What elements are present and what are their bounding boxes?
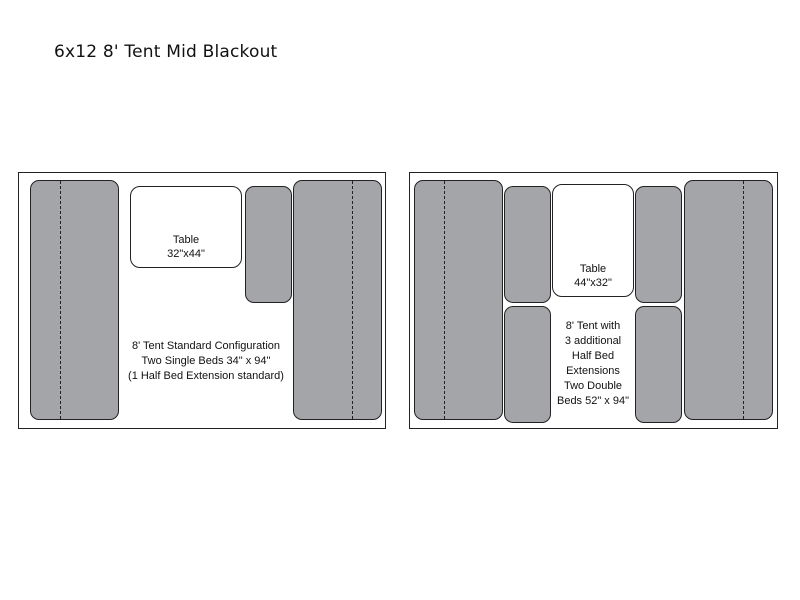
bed-fold-line	[60, 181, 61, 419]
double-bed-left	[414, 180, 503, 420]
table-label: Table	[172, 234, 200, 246]
table-size: 32"x44"	[167, 248, 205, 260]
configuration-caption: 8' Tent with 3 additional Half Bed Exten…	[556, 320, 630, 407]
floorplan-standard-configuration: Table 32"x44" 8' Tent Standard Configura…	[18, 172, 386, 429]
single-bed-left	[30, 180, 119, 420]
bed-fold-line	[444, 181, 445, 419]
half-bed-extension	[245, 186, 292, 303]
half-bed-extension-upper-right	[635, 186, 682, 303]
table-size: 44"x32"	[574, 277, 612, 289]
configuration-caption: 8' Tent Standard Configuration Two Singl…	[128, 340, 284, 382]
table-44x32: Table 44"x32"	[552, 184, 634, 297]
half-bed-extension-lower-right	[635, 306, 682, 423]
single-bed-right	[293, 180, 382, 420]
page-title: 6x12 8' Tent Mid Blackout	[54, 42, 278, 62]
floorplan-double-bed-configuration: Table 44"x32" 8' Tent with 3 additional …	[409, 172, 778, 429]
table-32x44: Table 32"x44"	[130, 186, 242, 268]
half-bed-extension-upper-left	[504, 186, 551, 303]
half-bed-extension-lower-left	[504, 306, 551, 423]
bed-fold-line	[743, 181, 744, 419]
table-label: Table	[579, 263, 607, 275]
bed-fold-line	[352, 181, 353, 419]
double-bed-right	[684, 180, 773, 420]
